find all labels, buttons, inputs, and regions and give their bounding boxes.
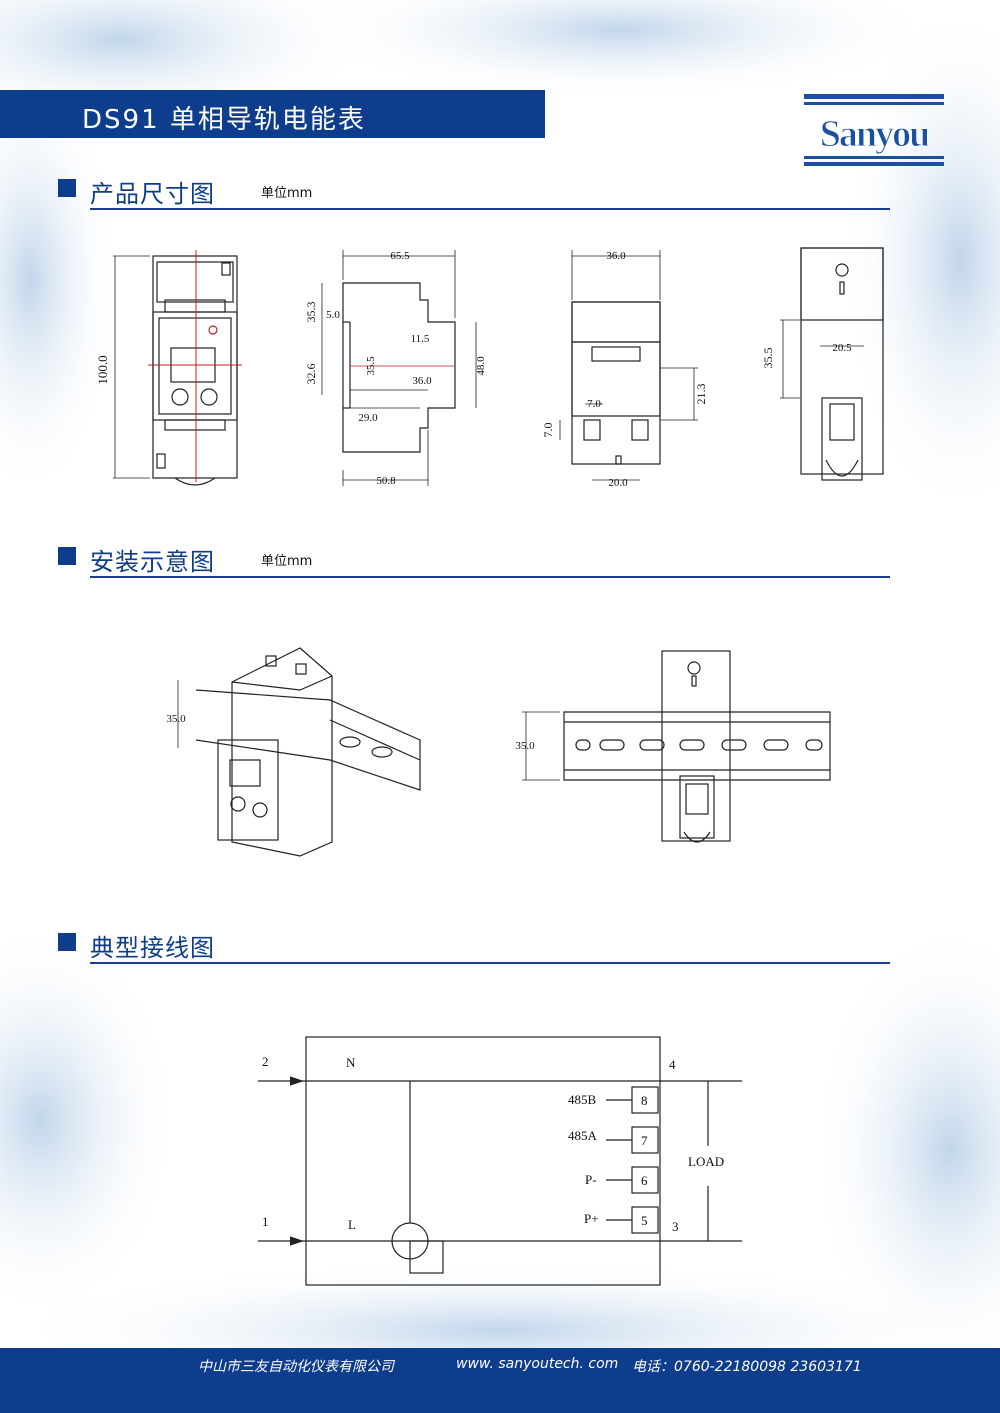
section-square [58,547,76,565]
bottom-view [559,250,698,481]
rail-slots [575,739,823,751]
side-view [321,250,477,486]
section-rule [90,576,890,578]
install-dim-right: 35.0 [515,740,535,752]
front-view [113,250,242,486]
dim-bottom-20: 20.0 [608,477,628,489]
label-load: LOAD [688,1154,724,1169]
sanyou-logo: Sanyou [804,94,944,166]
dim-front-height: 100.0 [95,355,110,384]
dim-back-355: 35.5 [761,348,775,369]
dim-bottom-7b: 7.0 [541,423,555,438]
section-wiring: 典型接线图 [58,928,890,964]
dimension-drawings: 100.0 65.5 35.3 32.6 5.0 11.5 35.5 36.0 … [95,247,884,489]
label-p-minus: P- [585,1172,597,1187]
install-isometric [177,647,421,857]
install-front [522,650,831,843]
label-485b: 485B [568,1092,597,1107]
title-bar: DS91 单相导轨电能表 [0,90,545,138]
dim-side-48: 48.0 [475,356,487,376]
wiring-diagram: 2 1 4 3 N L 485B 485A P- P+ 8 7 6 5 LOAD [258,1036,742,1286]
terminal-4: 4 [669,1057,676,1072]
dim-side-mid: 32.6 [304,364,318,385]
section-unit: 单位mm [261,554,313,569]
dim-side-29: 29.0 [358,412,378,424]
dim-bottom-213: 21.3 [694,384,708,405]
arrow-icon [289,1236,304,1246]
num-5: 5 [641,1213,648,1228]
dim-bottom-7a: 7.0 [587,398,601,410]
arrow-icon [289,1076,304,1086]
section-dimensions: 产品尺寸图 单位mm [58,174,890,210]
terminal-2: 2 [262,1054,269,1069]
section-square [58,179,76,197]
svg-text:Sanyou: Sanyou [820,113,930,155]
label-n: N [346,1055,356,1070]
page-title: DS91 单相导轨电能表 [82,105,366,135]
dim-bottom-width: 36.0 [606,250,626,262]
label-485a: 485A [568,1128,598,1143]
dim-side-36: 36.0 [412,375,432,387]
section-unit: 单位mm [261,186,313,201]
label-l: L [348,1217,356,1232]
section-title: 产品尺寸图 [90,180,215,208]
footer-company: 中山市三友自动化仪表有限公司 [198,1359,394,1375]
dim-back-205: 20.5 [832,342,852,354]
section-rule [90,962,890,964]
dim-side-355: 35.5 [365,356,377,376]
section-rule [90,208,890,210]
terminal-3: 3 [672,1219,679,1234]
num-7: 7 [641,1133,648,1148]
meter-box [305,1036,661,1286]
installation-drawings: 35.0 35.0 [166,647,831,857]
num-6: 6 [641,1173,648,1188]
section-title: 典型接线图 [90,934,215,962]
dim-side-width: 65.5 [390,250,410,262]
dim-side-115: 11.5 [411,333,430,345]
dim-side-top: 35.3 [304,302,318,323]
section-square [58,933,76,951]
dim-side-508: 50.8 [376,475,396,487]
footer-website[interactable]: www. sanyoutech. com [456,1356,619,1372]
num-8: 8 [641,1093,648,1108]
footer-phone: 电话：0760-22180098 23603171 [632,1359,862,1375]
label-p-plus: P+ [584,1211,599,1226]
back-view [780,247,884,481]
footer: 中山市三友自动化仪表有限公司 www. sanyoutech. com 电话：0… [0,1348,1000,1413]
dim-side-5: 5.0 [326,309,340,321]
section-installation: 安装示意图 单位mm [58,542,890,578]
terminal-1: 1 [262,1214,269,1229]
install-dim-left: 35.0 [166,713,186,725]
section-title: 安装示意图 [90,548,215,576]
